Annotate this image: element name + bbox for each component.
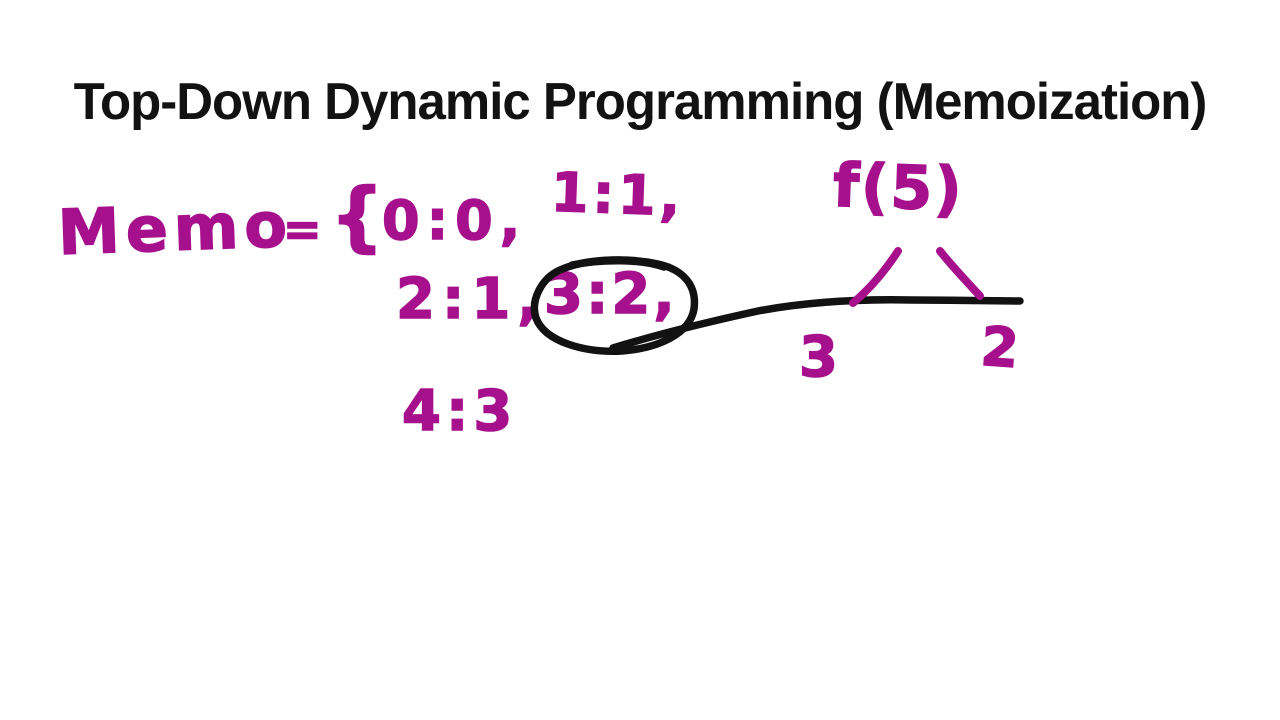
open-brace: { (329, 171, 385, 260)
tree-branch-left (849, 247, 902, 307)
memo-entry-4-3: 4:3 (401, 379, 518, 444)
tree-left-child: 3 (798, 325, 838, 390)
tree-right-child: 2 (978, 314, 1021, 381)
memo-label: Memo (56, 187, 295, 270)
equals-sign: = (282, 202, 322, 256)
memo-entry-1-1: 1:1, (549, 160, 686, 229)
memo-entry-3-2-circled: 3:2, (543, 262, 678, 327)
page-title: Top-Down Dynamic Programming (Memoizatio… (73, 73, 1208, 131)
tree-branch-right (936, 247, 984, 300)
memo-entry-0-0: 0:0, (381, 189, 528, 252)
memo-entry-2-1: 2:1, (395, 267, 546, 332)
tree-root-f5: f(5) (831, 150, 966, 226)
